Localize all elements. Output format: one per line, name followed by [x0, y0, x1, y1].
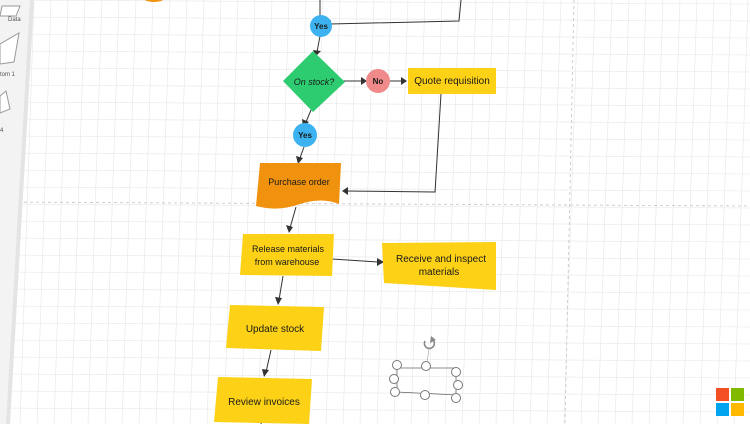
decision-label: On stock?	[294, 77, 335, 87]
quote-label: Quote requisition	[414, 76, 490, 87]
shapes-panel: Data tom 1 4	[0, 0, 34, 424]
selected-shape[interactable]	[389, 336, 463, 403]
release-label-line-1: Release materials	[252, 244, 325, 254]
no-label: No	[373, 77, 384, 86]
update-label: Update stock	[246, 324, 305, 335]
yes-terminal-top[interactable]: Yes	[310, 15, 332, 37]
review-invoices-box[interactable]: Review invoices	[214, 377, 312, 424]
shape-label-data: Data	[8, 17, 21, 23]
data-shape-item[interactable]: Data	[0, 5, 21, 23]
rotate-handle-icon[interactable]	[423, 336, 436, 363]
yes-label-top: Yes	[314, 22, 328, 31]
ms-logo-yellow-tile	[731, 403, 744, 416]
purchase-label: Purchase order	[268, 177, 330, 187]
yes-label-middle: Yes	[298, 131, 312, 140]
shape-label-custom-2: 4	[0, 128, 4, 134]
microsoft-logo	[716, 388, 746, 418]
custom-shape-item-2[interactable]: 4	[0, 90, 11, 134]
purchase-order-document[interactable]: Purchase order	[256, 163, 341, 209]
receive-label-line-1: Receive and inspect	[396, 254, 486, 265]
quote-requisition-box[interactable]: Quote requisition	[408, 68, 496, 94]
receive-inspect-box[interactable]: Receive and inspect materials	[382, 242, 496, 290]
on-stock-decision[interactable]: On stock?	[283, 51, 345, 112]
receive-label-line-2: materials	[419, 267, 460, 278]
release-materials-box[interactable]: Release materials from warehouse	[240, 234, 334, 276]
shape-label-custom: tom 1	[0, 72, 16, 78]
selection-handles[interactable]	[389, 360, 463, 403]
yes-terminal-middle[interactable]: Yes	[293, 123, 317, 147]
ms-logo-green-tile	[731, 388, 744, 401]
ms-logo-blue-tile	[716, 403, 729, 416]
custom-shape-item[interactable]: tom 1	[0, 32, 20, 78]
release-label-line-2: from warehouse	[255, 257, 320, 267]
no-terminal[interactable]: No	[366, 69, 390, 93]
connectors	[260, 0, 462, 424]
ms-logo-red-tile	[716, 388, 729, 401]
partial-start-shape[interactable]	[140, 0, 168, 2]
update-stock-box[interactable]: Update stock	[226, 305, 324, 351]
review-label: Review invoices	[228, 397, 300, 408]
